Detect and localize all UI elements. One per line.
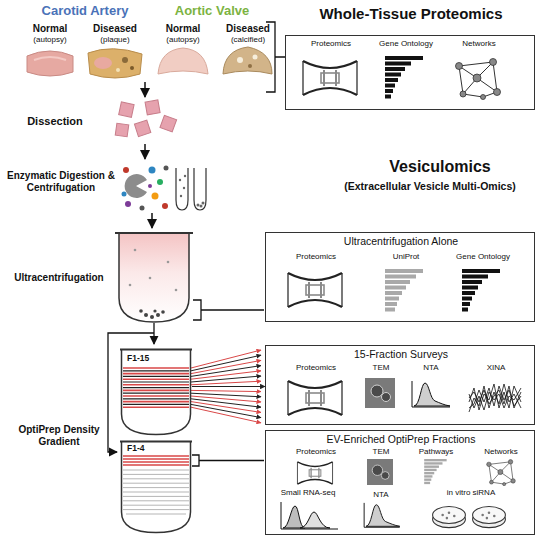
icon-label: Networks <box>439 40 519 49</box>
method-icons <box>281 56 521 529</box>
step-arrow <box>144 144 146 159</box>
sample-label: Diseased <box>218 23 278 35</box>
digestion-illustration <box>122 166 207 211</box>
bracket <box>192 455 264 466</box>
fraction-arrows <box>191 350 261 423</box>
icon-label: Proteomics <box>276 448 356 457</box>
icon-label: TEM <box>366 364 396 373</box>
step-arrow <box>151 213 153 228</box>
icon-label: NTA <box>366 491 396 500</box>
icon-label: Proteomics <box>291 40 371 49</box>
panel-box: Whole-Tissue ProteomicsProteomicsGene On… <box>285 35 535 110</box>
tissue-heading: Aortic Valve <box>162 4 262 19</box>
tube-wall <box>122 350 191 435</box>
icon-label: Small RNA-seq <box>268 489 348 498</box>
icon-label: XINA <box>471 364 521 373</box>
fraction-stripes <box>123 368 189 407</box>
step-label: Dissection <box>10 115 100 128</box>
sample-label: Normal <box>153 23 213 35</box>
gradient-tube: F1-15 <box>120 348 192 436</box>
tissue-heading: Carotid Artery <box>35 4 135 19</box>
icon-label: Proteomics <box>276 253 356 262</box>
sample-note: (autopsy) <box>20 35 80 44</box>
panel-box: 15-Fraction SurveysProteomics TEM NTA XINA <box>265 345 535 425</box>
panel-box: Ultracentrifugation AloneProteomics UniPr… <box>265 232 535 322</box>
sample-note: (calcified) <box>218 35 278 44</box>
step-arrow <box>144 82 146 97</box>
sample-note: (plaque) <box>85 35 145 44</box>
bracket <box>193 300 264 320</box>
gradient-tube: F1-4 <box>120 440 192 534</box>
icon-label: Gene Ontology <box>443 253 523 262</box>
section-heading: Vesiculomics <box>340 158 540 176</box>
tissue-sample <box>27 47 272 78</box>
sample-label: Diseased <box>85 23 145 35</box>
tissue-pieces <box>115 100 176 137</box>
icon-label: in vitro siRNA <box>426 489 516 498</box>
panel-title: Ultracentrifugation Alone <box>276 236 526 248</box>
tube-outline <box>120 440 192 534</box>
step-label: Enzymatic Digestion & Centrifugation <box>2 170 120 193</box>
panel-title: EV-Enriched OptiPrep Fractions <box>276 434 526 446</box>
panel-box: EV-Enriched OptiPrep FractionsProteomics… <box>265 430 535 535</box>
icon-label: Networks <box>471 448 531 457</box>
icon-label: NTA <box>411 364 451 373</box>
panel-title: Whole-Tissue Proteomics <box>296 6 526 23</box>
icon-label: Gene Ontology <box>366 40 446 49</box>
icon-label: Proteomics <box>276 364 356 373</box>
icon-label: UniProt <box>376 253 436 262</box>
ultracentrifuge-tube <box>115 233 193 322</box>
step-label: OptiPrep Density Gradient <box>4 424 114 447</box>
fraction-label: F1-15 <box>127 354 177 363</box>
sample-label: Normal <box>20 23 80 35</box>
tube-wall <box>122 442 191 533</box>
tube-rim <box>120 349 192 351</box>
optiprep-stripes <box>123 456 189 514</box>
tube-rim <box>120 441 192 443</box>
step-label: Ultracentrifugation <box>3 272 115 284</box>
icon-label: Pathways <box>406 448 466 457</box>
connector-arrow <box>192 386 265 387</box>
section-subheading: (Extracellular Vesicle Multi-Omics) <box>305 180 554 192</box>
icon-label: TEM <box>366 448 396 457</box>
sample-note: (autopsy) <box>153 35 213 44</box>
fraction-label: F1-4 <box>127 444 177 453</box>
panel-title: 15-Fraction Surveys <box>276 349 526 361</box>
